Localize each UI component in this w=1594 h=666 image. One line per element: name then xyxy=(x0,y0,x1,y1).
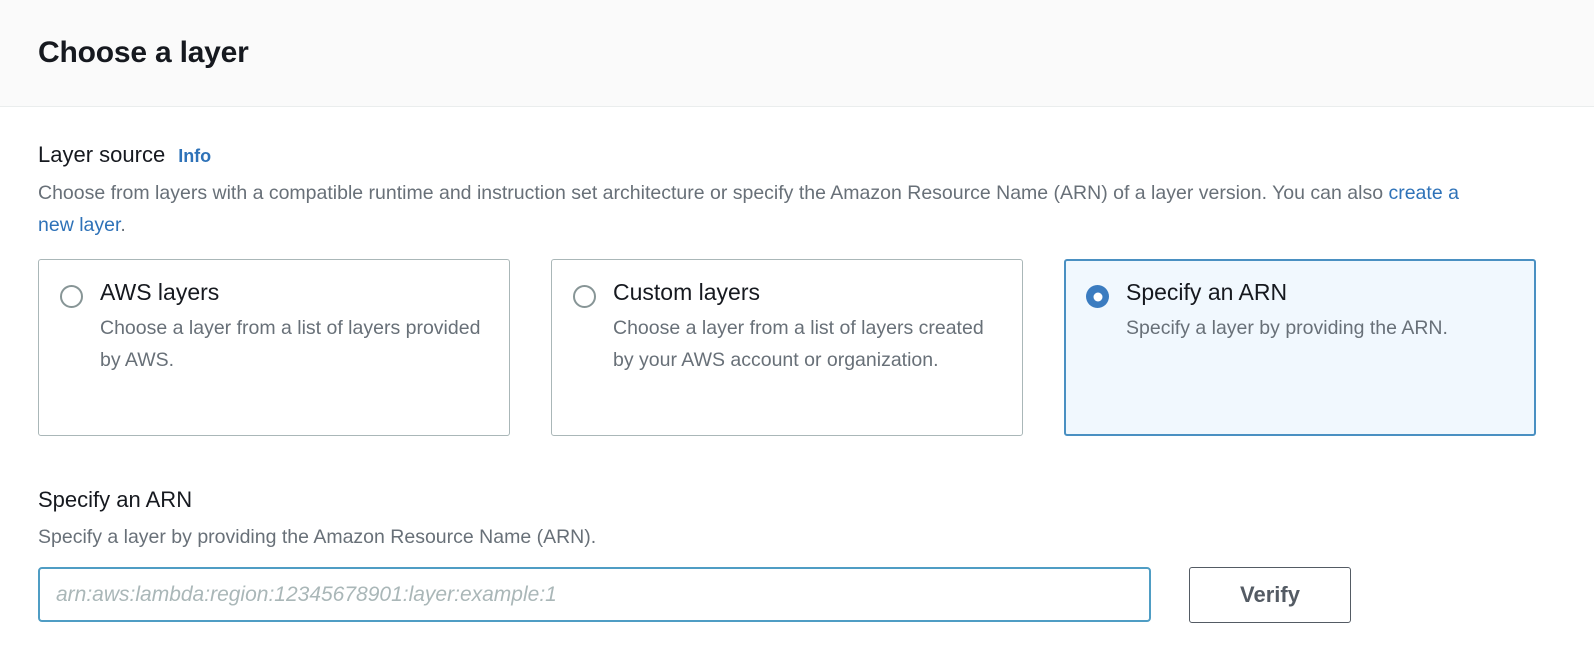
specify-arn-description: Specify a layer by providing the Amazon … xyxy=(38,525,597,548)
page-title: Choose a layer xyxy=(38,36,249,69)
radio-card-specify-an-arn[interactable]: Specify an ARN Specify a layer by provid… xyxy=(1064,259,1536,437)
radio-icon-unselected[interactable] xyxy=(573,285,596,309)
radio-card-title: AWS layers xyxy=(100,279,220,306)
info-link[interactable]: Info xyxy=(178,146,212,166)
radio-card-custom-layers-text: Custom layers Choose a layer from a list… xyxy=(613,279,1002,376)
radio-card-custom-layers[interactable]: Custom layers Choose a layer from a list… xyxy=(551,259,1023,437)
radio-icon-unselected[interactable] xyxy=(60,285,83,309)
layer-source-label-row: Layer source Info xyxy=(38,142,1556,167)
radio-card-title: Specify an ARN xyxy=(1126,279,1288,306)
radio-card-description: Specify a layer by providing the ARN. xyxy=(1126,316,1448,339)
layer-source-options: AWS layers Choose a layer from a list of… xyxy=(38,259,1556,437)
radio-card-aws-layers-text: AWS layers Choose a layer from a list of… xyxy=(100,279,489,376)
radio-card-aws-layers[interactable]: AWS layers Choose a layer from a list of… xyxy=(38,259,510,437)
modal-header: Choose a layer xyxy=(0,0,1594,107)
specify-arn-input-row: Verify xyxy=(38,566,1556,623)
create-a-new-layer-link[interactable]: create a new layer xyxy=(38,182,1459,236)
radio-card-specify-an-arn-text: Specify an ARN Specify a layer by provid… xyxy=(1126,279,1515,344)
radio-icon-selected[interactable] xyxy=(1086,285,1109,309)
radio-card-title: Custom layers xyxy=(613,279,760,306)
layer-source-label: Layer source xyxy=(38,142,166,167)
layer-source-description-text-2: . xyxy=(120,213,126,236)
arn-input[interactable] xyxy=(38,567,1151,623)
radio-card-description: Choose a layer from a list of layers cre… xyxy=(613,316,984,371)
layer-source-description-text-1: Choose from layers with a compatible run… xyxy=(38,182,1389,205)
specify-arn-title: Specify an ARN xyxy=(38,487,193,513)
specify-arn-section: Specify an ARN Specify a layer by provid… xyxy=(38,487,1556,623)
modal-body: Layer source Info Choose from layers wit… xyxy=(0,107,1594,623)
verify-button[interactable]: Verify xyxy=(1189,566,1351,623)
layer-source-description: Choose from layers with a compatible run… xyxy=(38,178,1488,241)
radio-card-description: Choose a layer from a list of layers pro… xyxy=(100,316,481,371)
